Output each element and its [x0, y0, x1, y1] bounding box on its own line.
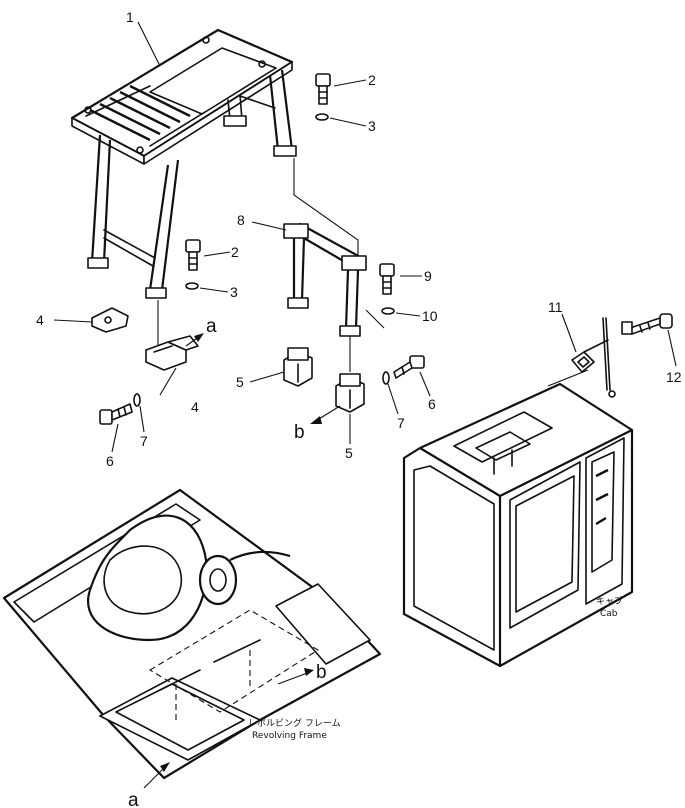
callout-4-left: 4	[36, 312, 44, 328]
screw-12	[621, 313, 673, 335]
mount-5-assembled	[335, 373, 365, 413]
mount-5-loose	[283, 347, 313, 387]
leader-lines	[53, 21, 677, 453]
bracket-8	[283, 222, 367, 337]
callout-8: 8	[237, 212, 245, 228]
callout-10: 10	[422, 308, 438, 324]
assembly-line	[365, 309, 385, 329]
bolt-2-upper	[315, 73, 331, 105]
assembly-line	[159, 367, 177, 396]
callout-4-mounted: 4	[191, 399, 199, 415]
frame-hidden-edge	[148, 609, 320, 713]
caption-cab-en: Cab	[600, 609, 618, 619]
assembly-line	[293, 158, 359, 258]
revolving-frame	[2, 488, 382, 780]
callout-2-middle: 2	[231, 244, 239, 260]
washer-7-right	[382, 371, 390, 385]
caption-frame-jp: レボルビング フレーム	[248, 717, 341, 729]
callout-3-upper: 3	[368, 118, 376, 134]
arrow-b-bottom	[277, 668, 314, 685]
callout-1: 1	[126, 9, 134, 25]
callout-6-left: 6	[106, 453, 114, 469]
washer-7-left	[133, 393, 141, 407]
arrow-a-bottom	[143, 762, 170, 789]
callout-2-upper: 2	[368, 72, 376, 88]
stand-frame	[70, 28, 297, 299]
bolt-9	[379, 263, 395, 295]
callout-12: 12	[666, 369, 682, 385]
callout-9: 9	[424, 268, 432, 284]
clip-11	[571, 339, 609, 373]
callout-7-right: 7	[397, 415, 405, 431]
bolt-2-middle	[185, 239, 201, 271]
callout-5-loose: 5	[236, 374, 244, 390]
bolt-6-left	[99, 403, 133, 425]
callout-7-left: 7	[140, 433, 148, 449]
bracket-4-mounted	[145, 335, 199, 371]
ref-b-bottom: b	[316, 662, 327, 683]
bracket-4-left	[91, 307, 129, 333]
ref-b-top: b	[294, 422, 305, 443]
assembly-line	[547, 369, 589, 387]
cab	[402, 382, 634, 668]
ref-a-bottom: a	[128, 790, 139, 808]
washer-3-upper	[315, 113, 329, 121]
arrow-a-top	[185, 333, 204, 347]
caption-frame-en: Revolving Frame	[252, 731, 327, 741]
callout-11: 11	[548, 299, 563, 315]
arrow-b-top	[310, 405, 341, 424]
callout-3-middle: 3	[230, 284, 238, 300]
callout-5-assembled: 5	[345, 445, 353, 461]
callout-6-right: 6	[428, 396, 436, 412]
washer-3-middle	[185, 282, 199, 290]
washer-10	[381, 307, 395, 315]
bolt-6-right	[393, 355, 425, 379]
cable-strap	[602, 317, 616, 398]
ref-a-top: a	[206, 316, 217, 337]
caption-cab-jp: キャブ	[596, 595, 623, 607]
